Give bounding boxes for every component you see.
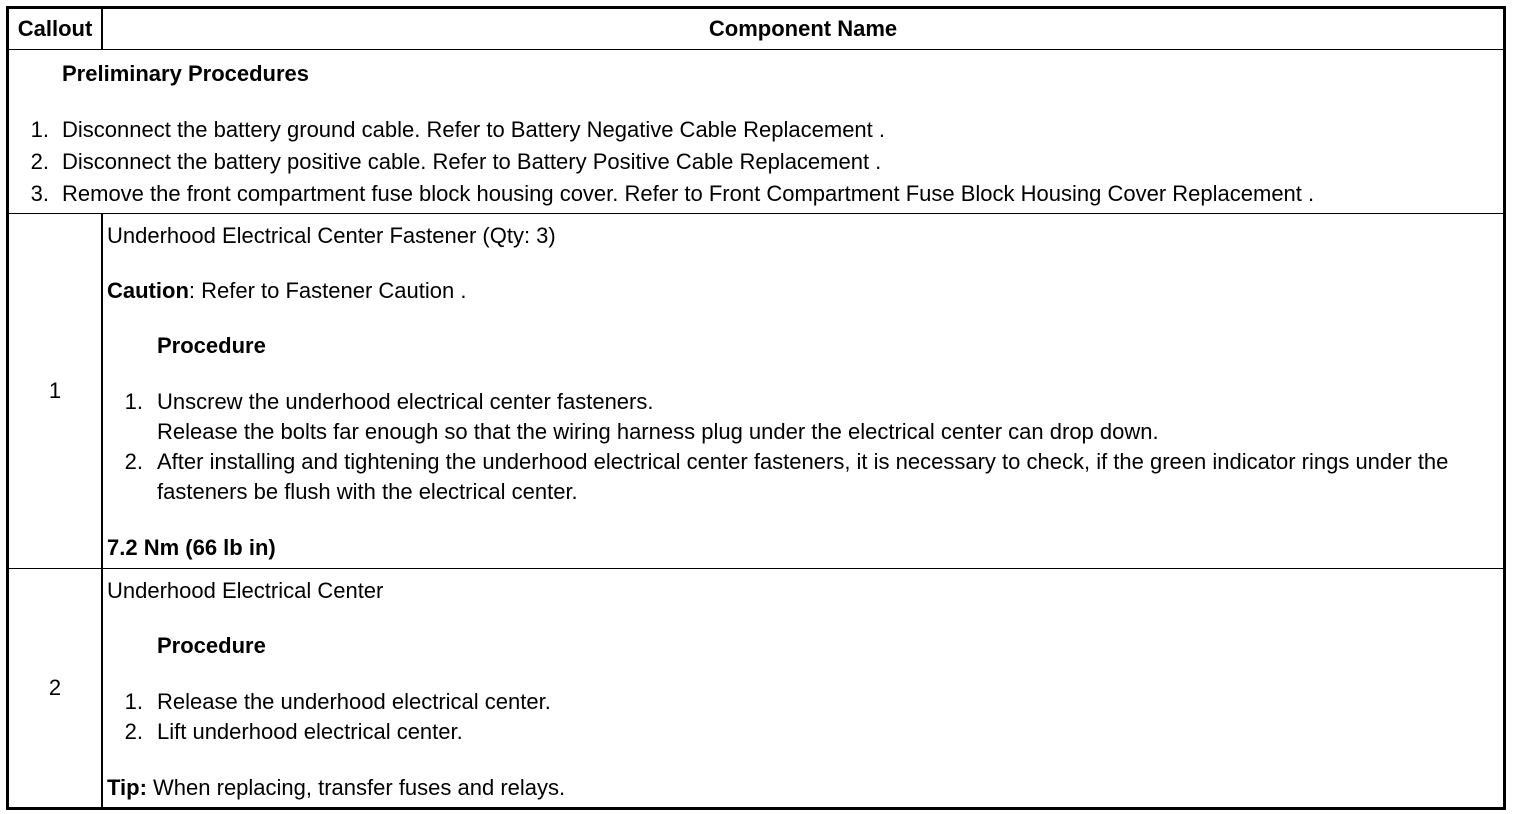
tip-note: Tip: When replacing, transfer fuses and … (107, 774, 1503, 802)
callout-number: 1 (9, 214, 103, 568)
preliminary-procedures-row: Preliminary Procedures 1. Disconnect the… (9, 49, 1503, 213)
step-text: Disconnect the battery positive cable. R… (62, 149, 882, 174)
step-number: 1. (30, 117, 49, 142)
preliminary-step: 3. Remove the front compartment fuse blo… (9, 178, 1503, 210)
step-text: Unscrew the underhood electrical center … (157, 389, 654, 414)
procedure-table: Callout Component Name Preliminary Proce… (6, 6, 1506, 810)
preliminary-procedures-title: Preliminary Procedures (62, 61, 310, 86)
step-text: Remove the front compartment fuse block … (62, 181, 1315, 206)
step-note: Release the bolts far enough so that the… (157, 419, 1159, 444)
step-number: 2. (124, 719, 143, 744)
table-row: 1 Underhood Electrical Center Fastener (… (9, 213, 1503, 568)
preliminary-step: 1. Disconnect the battery ground cable. … (9, 114, 1503, 146)
procedure-step: 1. Release the underhood electrical cent… (107, 687, 1503, 717)
component-name: Underhood Electrical Center (107, 578, 384, 603)
step-text: Lift underhood electrical center. (157, 719, 463, 744)
procedure-step: 2. Lift underhood electrical center. (107, 717, 1503, 747)
step-text: Disconnect the battery ground cable. Ref… (62, 117, 886, 142)
preliminary-step: 2. Disconnect the battery positive cable… (9, 146, 1503, 178)
step-number: 1. (124, 689, 143, 714)
step-number: 3. (30, 181, 49, 206)
procedure-step: 1. Unscrew the underhood electrical cent… (107, 387, 1503, 447)
table-header-row: Callout Component Name (9, 9, 1503, 49)
caution-label: Caution (107, 278, 189, 303)
component-cell: Underhood Electrical Center Procedure 1.… (103, 569, 1503, 807)
component-name: Underhood Electrical Center Fastener (Qt… (107, 223, 556, 248)
table-row: 2 Underhood Electrical Center Procedure … (9, 568, 1503, 807)
tip-label: Tip: (107, 775, 147, 800)
procedure-title: Procedure (157, 633, 266, 658)
tip-text: When replacing, transfer fuses and relay… (146, 775, 566, 800)
callout-number: 2 (9, 569, 103, 807)
caution-text: : Refer to Fastener Caution . (188, 278, 467, 303)
procedure-step: 2. After installing and tightening the u… (107, 447, 1503, 507)
step-number: 2. (30, 149, 49, 174)
step-number: 2. (124, 449, 143, 474)
component-name-header: Component Name (708, 16, 898, 41)
procedure-title: Procedure (157, 333, 266, 358)
torque-spec: 7.2 Nm (66 lb in) (107, 535, 276, 560)
caution-note: Caution: Refer to Fastener Caution . (107, 277, 1503, 305)
step-text: Release the underhood electrical center. (157, 689, 551, 714)
component-cell: Underhood Electrical Center Fastener (Qt… (103, 214, 1503, 568)
step-text: After installing and tightening the unde… (157, 449, 1449, 504)
callout-header: Callout (9, 9, 103, 49)
step-number: 1. (124, 389, 143, 414)
